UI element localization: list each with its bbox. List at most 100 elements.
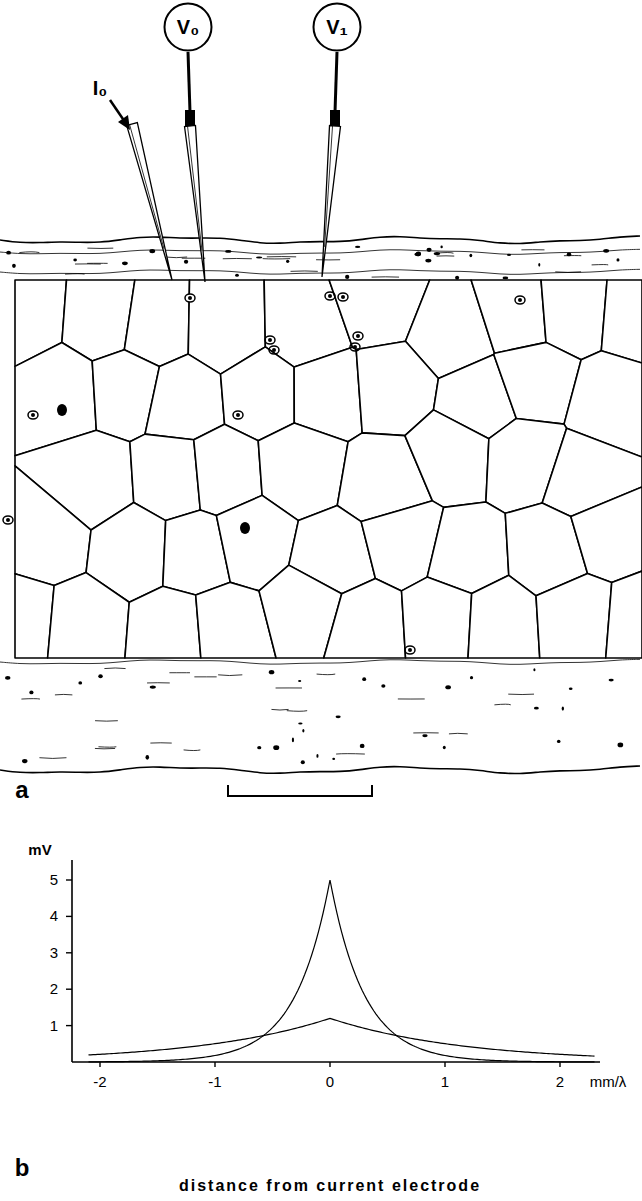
connective-dot: [618, 743, 624, 748]
tissue-section: [0, 236, 642, 774]
fibre-streak: [413, 732, 438, 733]
fibre-streak: [169, 672, 190, 673]
connective-dot: [235, 274, 239, 277]
x-tick: [99, 1062, 100, 1067]
cell-nucleus: [240, 522, 250, 534]
y-tick-label: 3: [50, 945, 58, 962]
fibre-streak: [39, 757, 66, 759]
fibre-streak: [291, 270, 318, 271]
cell-nucleus: [338, 293, 348, 301]
connective-dot: [440, 246, 442, 249]
fibre-streak: [184, 749, 201, 751]
electrode-holder: [330, 110, 340, 126]
connective-dot: [22, 759, 28, 763]
fibre-streak: [398, 698, 425, 699]
current-electrode: [127, 123, 172, 280]
connective-dot: [98, 674, 103, 678]
connective-dot: [425, 259, 431, 263]
fibre-streak: [87, 248, 113, 249]
cell-nucleus: [515, 296, 525, 304]
cell-outline: [536, 573, 612, 658]
fibre-streak: [150, 742, 171, 743]
connective-dot: [416, 251, 421, 256]
basal-line: [0, 659, 640, 664]
fibre-streak: [449, 733, 468, 735]
fibre-streak: [521, 249, 544, 250]
connective-dot: [445, 685, 451, 689]
cell-outline: [15, 466, 91, 586]
nucleolus: [236, 413, 240, 417]
fibre-streak: [276, 687, 302, 688]
scale-bar: [228, 785, 372, 796]
y-tick: [66, 879, 72, 880]
connective-dot: [362, 677, 366, 681]
fibre-streak: [223, 258, 252, 259]
nucleolus: [408, 648, 412, 652]
connective-dot: [5, 676, 11, 680]
x-tick: [214, 1062, 215, 1067]
connective-dot: [150, 686, 156, 689]
x-tick-label: 1: [441, 1074, 449, 1091]
meter-label: V₁: [312, 2, 362, 52]
connective-dot: [269, 670, 275, 674]
current-label: I₀: [93, 77, 108, 99]
cell-outline: [221, 347, 295, 441]
y-tick-label: 5: [50, 872, 58, 889]
connective-dot: [122, 262, 128, 266]
connective-dot: [470, 676, 473, 679]
connective-dot: [256, 257, 262, 259]
surface-line: [0, 236, 640, 244]
cell-layer: [3, 280, 642, 658]
meter-circle: V₀: [163, 2, 213, 52]
nucleolus: [272, 348, 276, 352]
nucleolus: [188, 296, 192, 300]
connective-dot: [360, 744, 365, 748]
connective-dot: [616, 258, 619, 261]
connective-dot: [336, 715, 341, 718]
connective-dot: [298, 722, 302, 724]
cell-outline: [601, 280, 642, 363]
cell-outline: [427, 502, 509, 593]
fibre-streak: [336, 753, 365, 754]
connective-dot: [533, 668, 535, 671]
decay-curve-shallow: [89, 1018, 595, 1056]
fibre-streak: [65, 273, 84, 274]
cell-nucleus: [3, 516, 13, 524]
y-axis: [71, 860, 73, 1062]
x-tick: [444, 1062, 445, 1067]
y-tick-label: 2: [50, 981, 58, 998]
connective-dot: [422, 734, 427, 737]
voltage-electrode-bore: [325, 126, 333, 247]
y-tick: [66, 1025, 72, 1026]
fibre-streak: [494, 704, 510, 706]
connective-dot: [301, 760, 305, 764]
panel-letter: a: [15, 777, 28, 803]
connective-dot: [507, 254, 511, 256]
voltage-electrode: [322, 126, 340, 277]
cell-outline: [606, 571, 642, 658]
connective-dot: [292, 738, 294, 743]
connective-dot: [609, 679, 614, 682]
graph: [66, 860, 600, 1067]
cell-outline: [402, 577, 472, 658]
cell-nucleus: [233, 411, 243, 419]
connective-dot: [434, 252, 440, 255]
cell-nucleus: [185, 294, 195, 302]
connective-dot: [603, 249, 609, 253]
cell-nucleus: [353, 332, 363, 340]
x-tick-label: -2: [93, 1074, 106, 1091]
connective-dot: [225, 250, 231, 253]
fibre-streak: [267, 256, 296, 257]
connective-dot: [286, 260, 289, 263]
cell-nucleus: [57, 404, 67, 416]
fibre-streak: [271, 709, 288, 711]
cell-nucleus: [325, 292, 335, 300]
fibre-streak: [317, 674, 336, 676]
meter-circle: V₁: [312, 2, 362, 52]
connective-dot: [567, 253, 572, 257]
connective-dot: [415, 252, 421, 256]
connective-dot: [78, 681, 82, 684]
fibre-streak: [55, 694, 72, 695]
